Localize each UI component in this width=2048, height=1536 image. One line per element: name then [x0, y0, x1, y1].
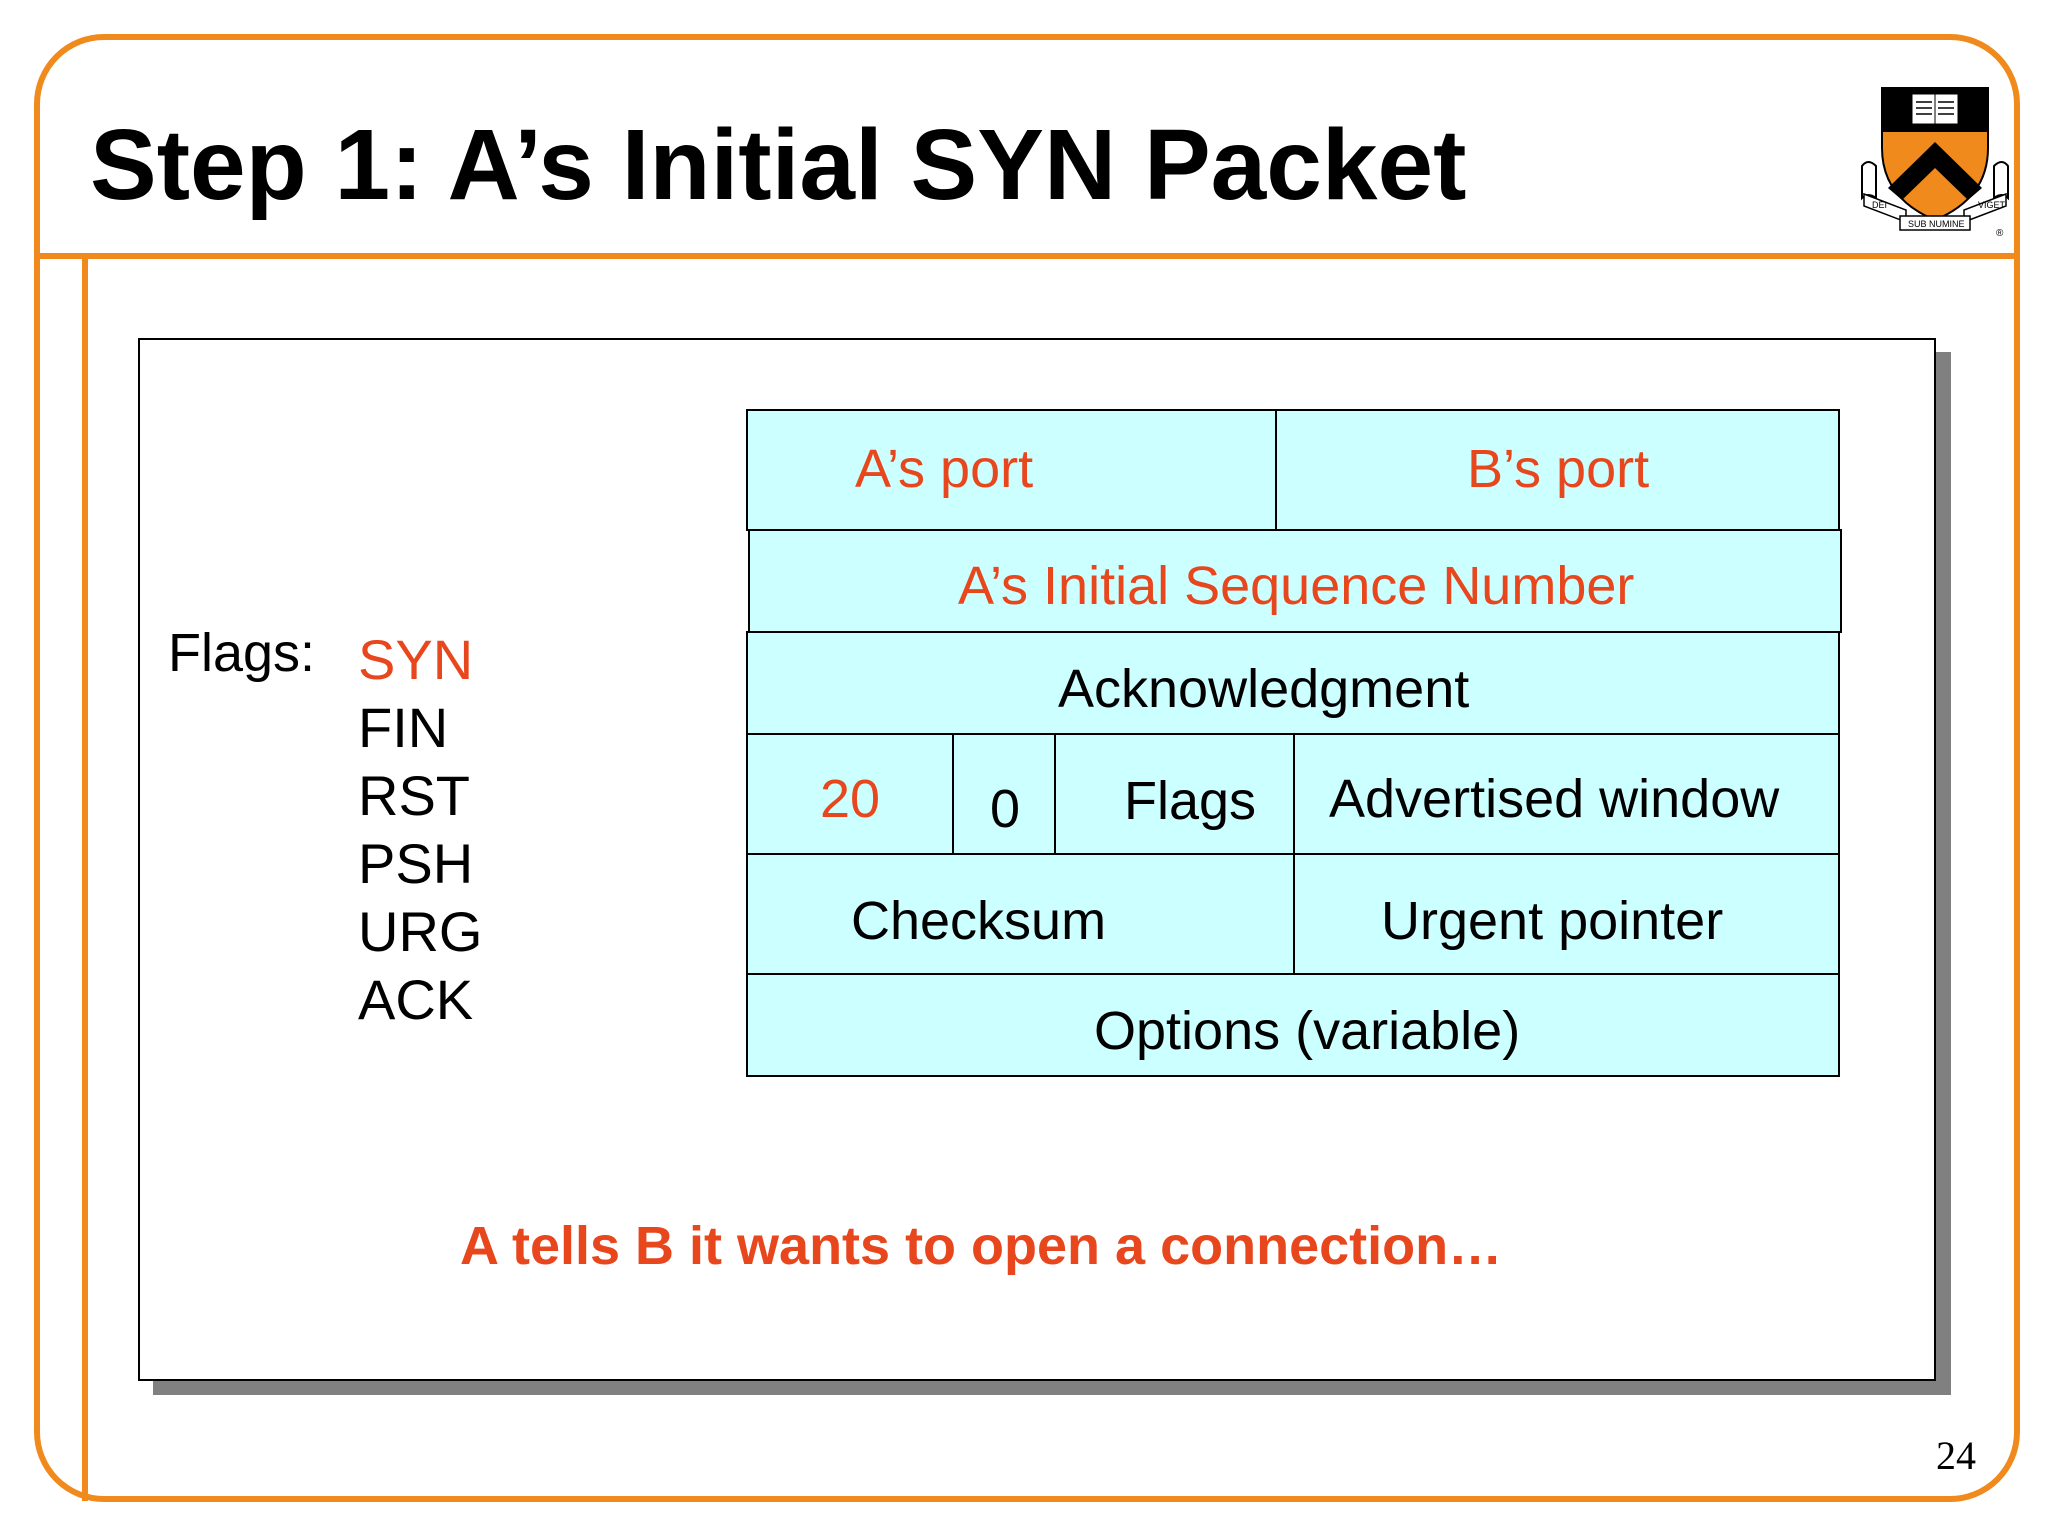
header-row-sequence	[748, 529, 1842, 633]
header-row-ack	[746, 631, 1840, 735]
flags-field: Flags	[1124, 771, 1257, 831]
slide-title: Step 1: A’s Initial SYN Packet	[90, 109, 1467, 221]
urgent-pointer-field: Urgent pointer	[1381, 891, 1724, 951]
flag-psh: PSH	[358, 832, 474, 895]
left-divider	[82, 253, 88, 1501]
slide-frame	[34, 34, 2020, 1502]
flag-ack: ACK	[358, 968, 474, 1031]
princeton-shield-icon: DEI VIGET SUB NUMINE ®	[1861, 87, 2009, 239]
divider	[1293, 853, 1295, 975]
divider	[1293, 733, 1295, 855]
svg-text:DEI: DEI	[1872, 200, 1887, 210]
flag-fin: FIN	[358, 696, 449, 759]
acknowledgment-field: Acknowledgment	[1058, 659, 1470, 719]
divider	[1054, 733, 1056, 855]
svg-text:®: ®	[1996, 228, 2004, 239]
flag-urg: URG	[358, 900, 483, 963]
svg-text:VIGET: VIGET	[1978, 200, 2006, 210]
header-row-ports	[746, 409, 1840, 531]
reserved-field: 0	[990, 779, 1021, 839]
sequence-number-field: A’s Initial Sequence Number	[958, 556, 1635, 616]
flag-syn: SYN	[358, 628, 474, 691]
dst-port-field: B’s port	[1467, 439, 1650, 499]
advertised-window-field: Advertised window	[1329, 769, 1780, 829]
flags-label: Flags:	[168, 623, 316, 683]
title-divider	[36, 253, 2020, 259]
divider	[952, 733, 954, 855]
header-length-field: 20	[820, 769, 881, 829]
svg-text:SUB NUMINE: SUB NUMINE	[1908, 219, 1965, 229]
flag-rst: RST	[358, 764, 470, 827]
src-port-field: A’s port	[855, 439, 1034, 499]
caption: A tells B it wants to open a connection…	[460, 1216, 1503, 1276]
header-row-options	[746, 973, 1840, 1077]
page-number: 24	[1936, 1433, 1976, 1478]
divider	[1275, 409, 1277, 531]
checksum-field: Checksum	[851, 891, 1107, 951]
options-field: Options (variable)	[1094, 1001, 1521, 1061]
